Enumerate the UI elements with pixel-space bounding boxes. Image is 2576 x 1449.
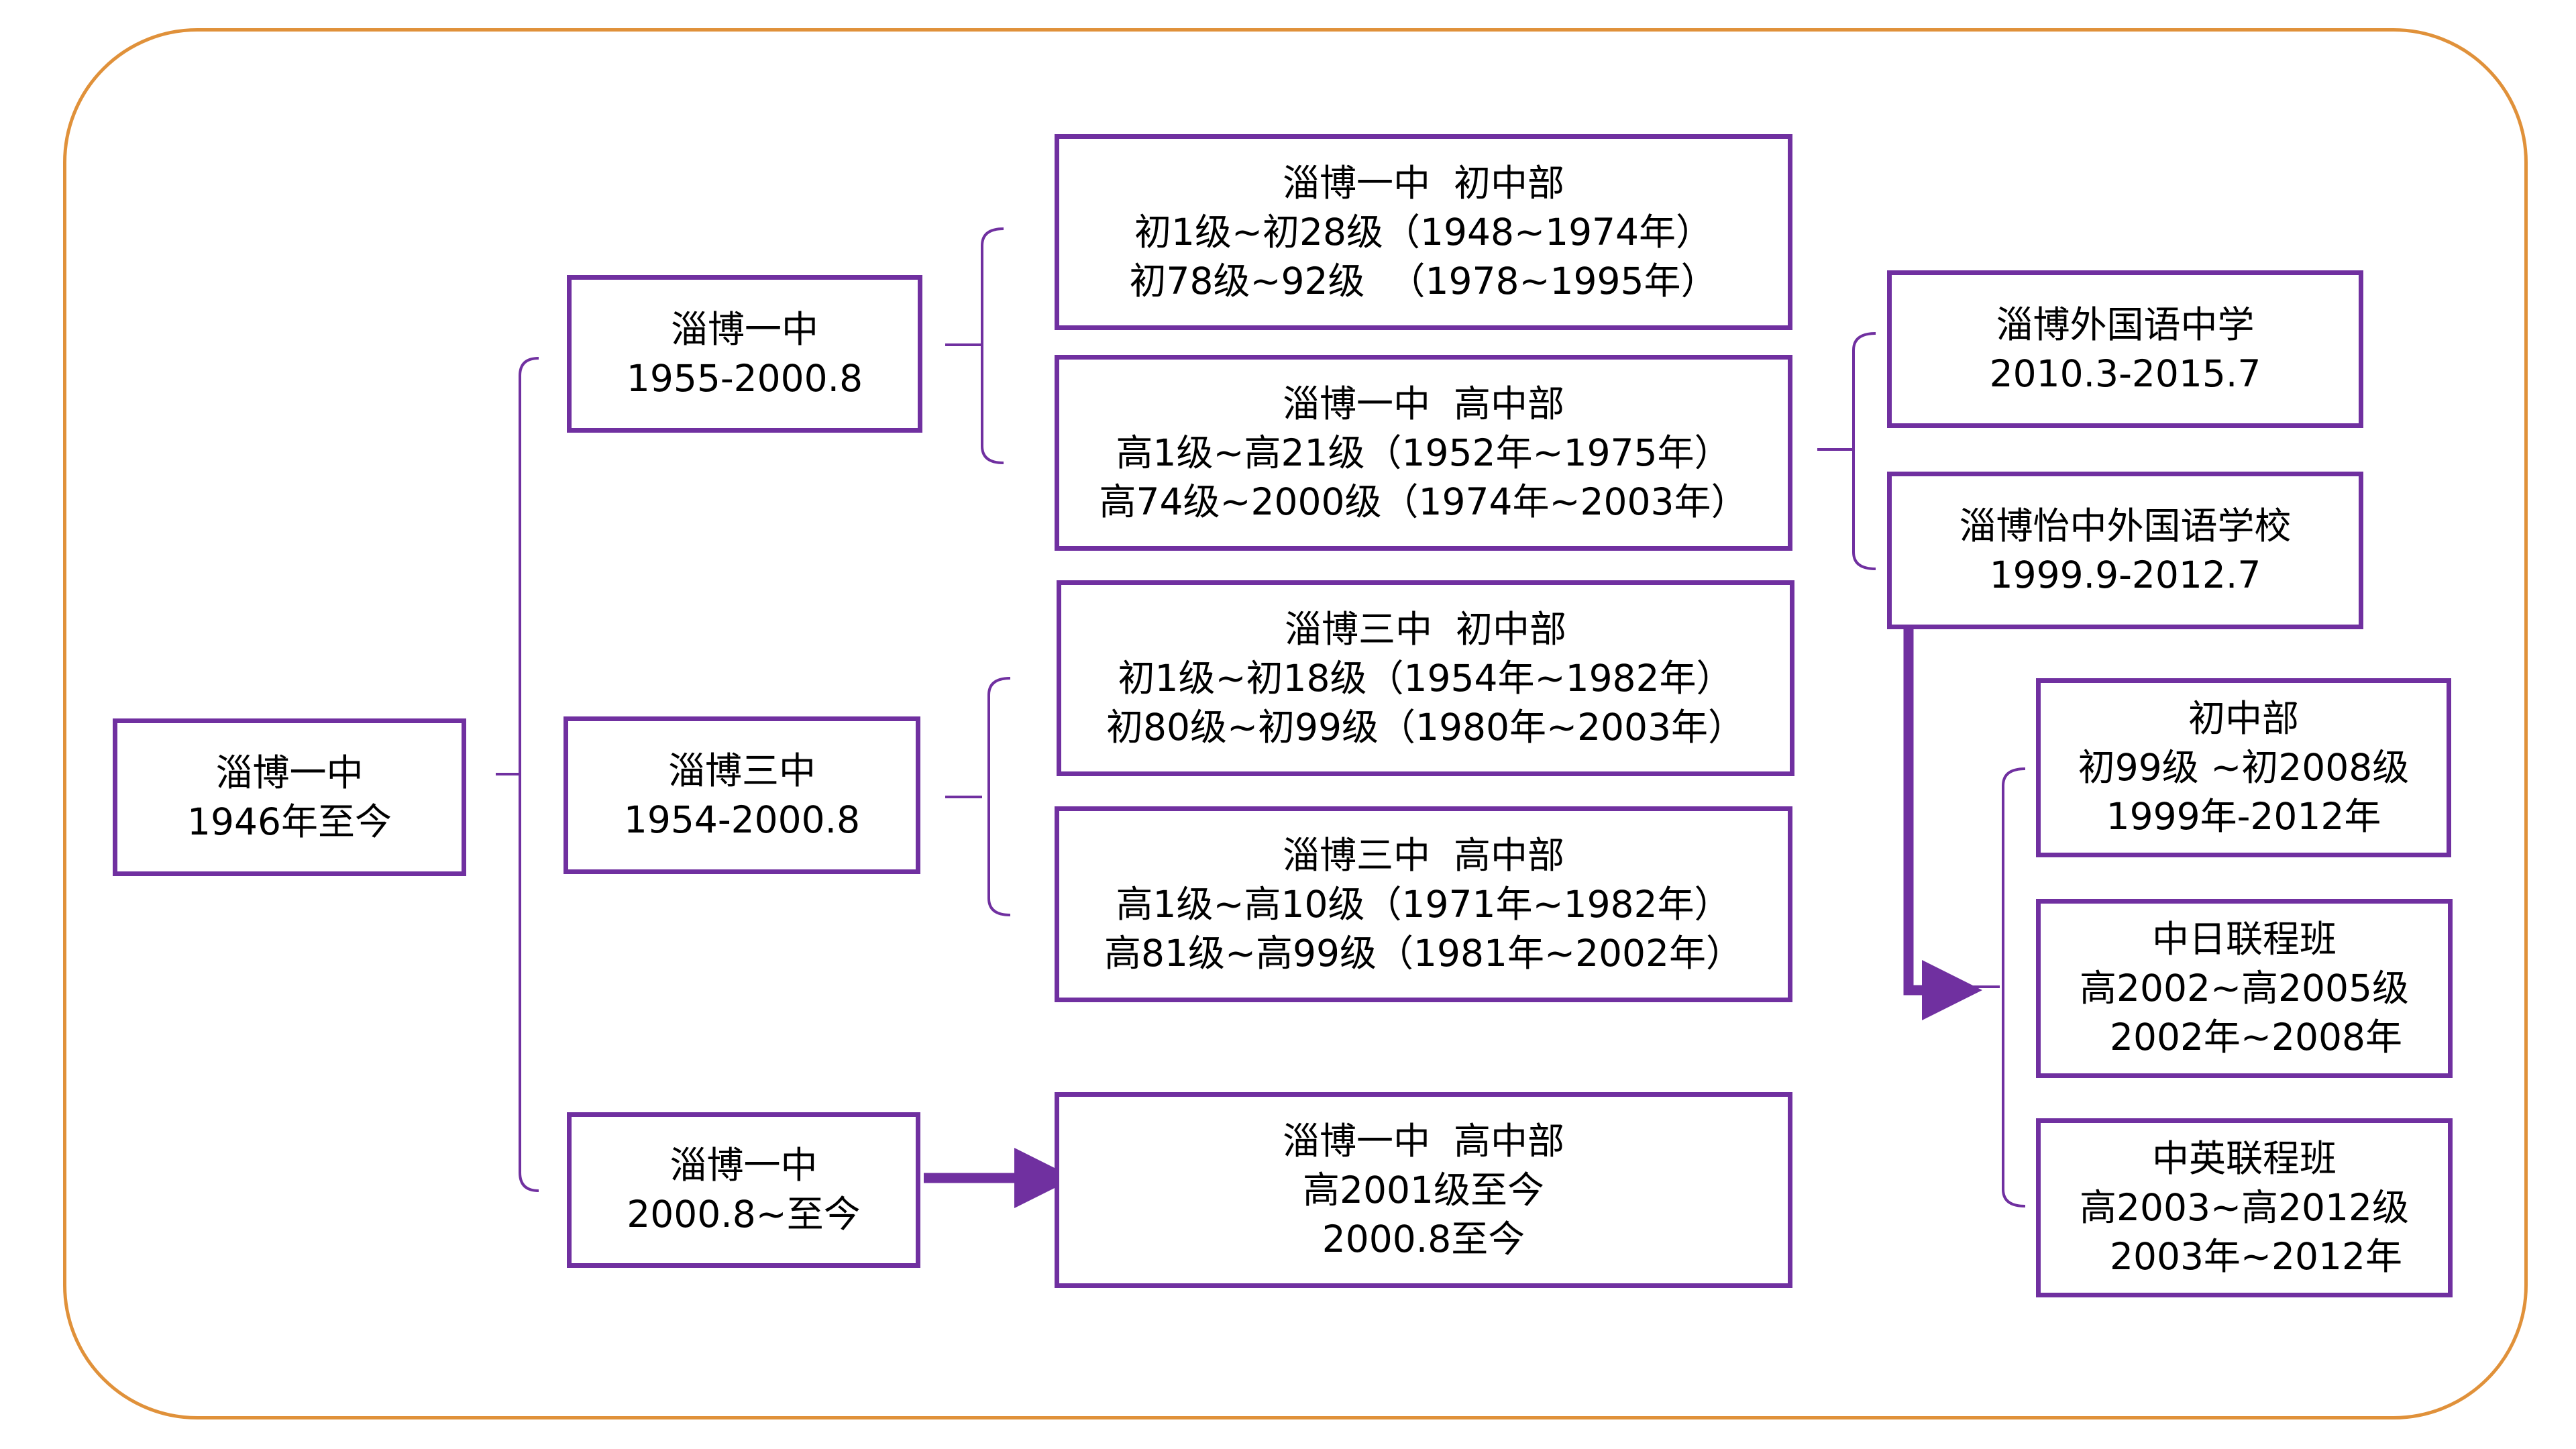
diagram-frame — [63, 28, 2528, 1419]
node-line: 淄博一中 高中部 — [1283, 382, 1564, 425]
node-line: 淄博外国语中学 — [1996, 303, 2255, 346]
node-line: 初中部 — [2188, 697, 2299, 740]
node-line: 淄博三中 高中部 — [1283, 833, 1564, 877]
zb1-old-bracket — [945, 227, 1004, 464]
node-zb1-new: 淄博一中 2000.8~至今 — [567, 1112, 920, 1268]
node-line: 高74级~2000级（1974年~2003年） — [1099, 480, 1748, 523]
node-line: 2000.8至今 — [1322, 1217, 1525, 1260]
node-line: 淄博三中 — [667, 749, 816, 792]
node-line: 中英联程班 — [2151, 1137, 2337, 1180]
node-line: 淄博一中 — [215, 751, 364, 794]
yizhong-arrow — [1903, 627, 1982, 1020]
node-line: 1954-2000.8 — [623, 798, 861, 841]
node-line: 淄博一中 — [669, 1144, 818, 1187]
node-line: 高1级~高21级（1952年~1975年） — [1116, 431, 1731, 474]
node-zb3-senior: 淄博三中 高中部 高1级~高10级（1971年~1982年） 高81级~高99级… — [1055, 806, 1792, 1002]
node-zb3-junior: 淄博三中 初中部 初1级~初18级（1954年~1982年） 初80级~初99级… — [1057, 580, 1794, 776]
node-line: 初99级 ~初2008级 — [2078, 746, 2410, 789]
node-line: 1946年至今 — [187, 800, 392, 843]
node-line: 高2001级至今 — [1303, 1168, 1544, 1212]
node-line: 初1级~初28级（1948~1974年） — [1134, 210, 1713, 254]
node-zb1-senior-now: 淄博一中 高中部 高2001级至今 2000.8至今 — [1055, 1092, 1792, 1288]
node-line: 淄博怡中外国语学校 — [1959, 504, 2292, 547]
node-zb1-junior: 淄博一中 初中部 初1级~初28级（1948~1974年） 初78级~92级 （… — [1055, 134, 1792, 330]
zb3-bracket — [945, 677, 1011, 916]
node-line: 高2002~高2005级 — [2079, 967, 2410, 1010]
node-line: 淄博一中 高中部 — [1283, 1119, 1564, 1163]
node-yizhong-junior: 初中部 初99级 ~初2008级 1999年-2012年 — [2036, 678, 2451, 857]
node-foreign-language-school: 淄博外国语中学 2010.3-2015.7 — [1887, 270, 2363, 428]
node-line: 淄博一中 — [670, 307, 818, 351]
node-sino-british-class: 中英联程班 高2003~高2012级 2003年~2012年 — [2036, 1118, 2453, 1297]
node-line: 2003年~2012年 — [2086, 1235, 2402, 1278]
node-line: 淄博一中 初中部 — [1283, 161, 1564, 205]
node-zb1-old: 淄博一中 1955-2000.8 — [567, 275, 922, 433]
node-line: 2002年~2008年 — [2086, 1016, 2402, 1059]
node-line: 1999.9-2012.7 — [1989, 553, 2261, 596]
node-yizhong-foreign-language-school: 淄博怡中外国语学校 1999.9-2012.7 — [1887, 472, 2363, 629]
node-line: 2010.3-2015.7 — [1989, 352, 2261, 395]
node-line: 高81级~高99级（1981年~2002年） — [1104, 931, 1743, 975]
node-zb1-senior: 淄博一中 高中部 高1级~高21级（1952年~1975年） 高74级~2000… — [1055, 355, 1792, 551]
node-root: 淄博一中 1946年至今 — [113, 718, 466, 876]
node-line: 1999年-2012年 — [2106, 795, 2381, 838]
node-line: 中日联程班 — [2151, 918, 2337, 961]
node-line: 高1级~高10级（1971年~1982年） — [1116, 882, 1731, 926]
yizhong-bracket — [1970, 767, 2026, 1208]
zb1-senior-bracket — [1817, 332, 1876, 570]
node-line: 2000.8~至今 — [627, 1193, 861, 1236]
node-zb3: 淄博三中 1954-2000.8 — [564, 716, 920, 874]
node-line: 初1级~初18级（1954年~1982年） — [1118, 656, 1733, 700]
node-line: 淄博三中 初中部 — [1285, 607, 1566, 651]
node-line: 初80级~初99级（1980年~2003年） — [1106, 705, 1746, 749]
node-line: 1955-2000.8 — [626, 356, 863, 400]
node-line: 高2003~高2012级 — [2079, 1186, 2410, 1229]
node-sino-japanese-class: 中日联程班 高2002~高2005级 2002年~2008年 — [2036, 899, 2453, 1078]
node-line: 初78级~92级 （1978~1995年） — [1129, 259, 1718, 303]
root-bracket — [496, 357, 539, 1192]
